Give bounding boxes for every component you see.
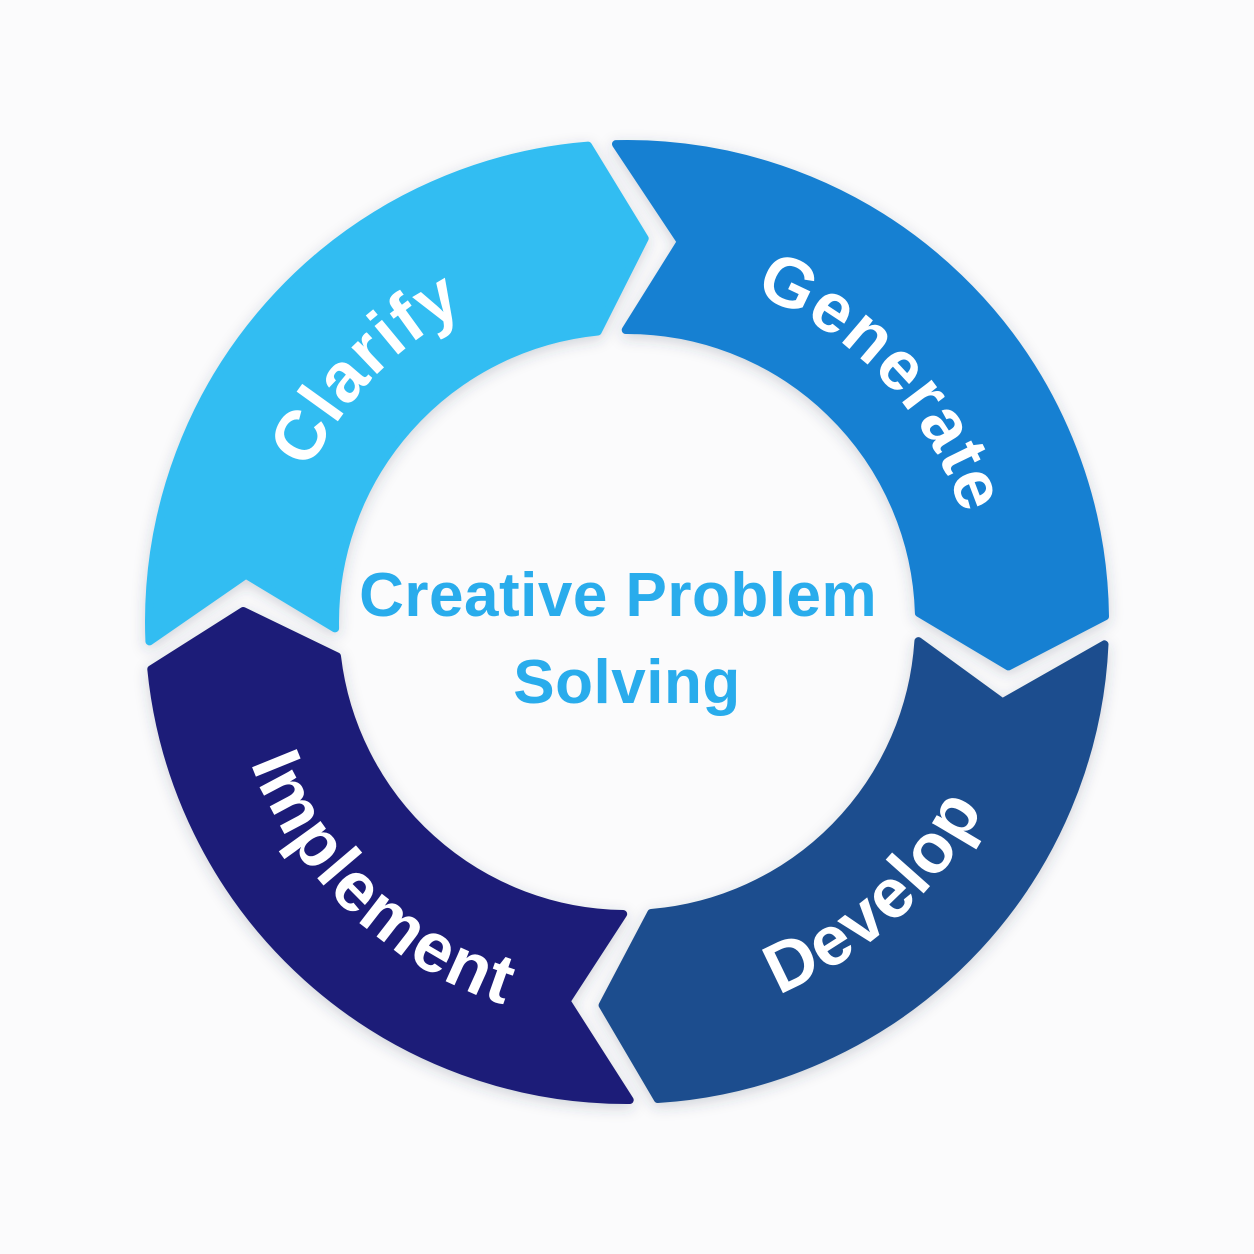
segment-generate-arrow <box>612 140 1109 671</box>
center-title-line1: Creative Problem <box>359 561 877 630</box>
segment-clarify-arrow <box>145 141 649 646</box>
ring-segments <box>145 140 1109 1105</box>
center-title-line2: Solving <box>513 648 740 717</box>
segment-develop-arrow <box>598 637 1109 1103</box>
segment-implement-arrow <box>147 607 634 1105</box>
center-title: Creative Problem Solving <box>359 561 895 717</box>
